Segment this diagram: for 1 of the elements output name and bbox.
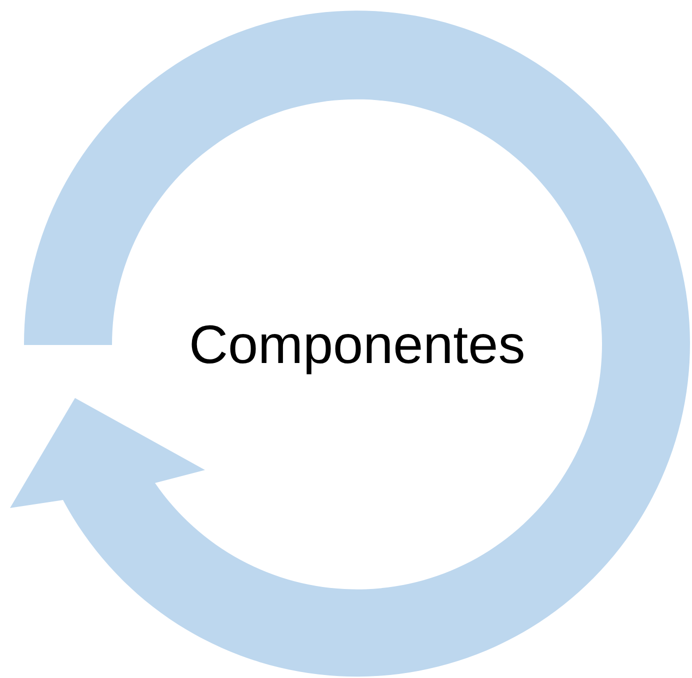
node-label: Componentes (189, 314, 526, 376)
